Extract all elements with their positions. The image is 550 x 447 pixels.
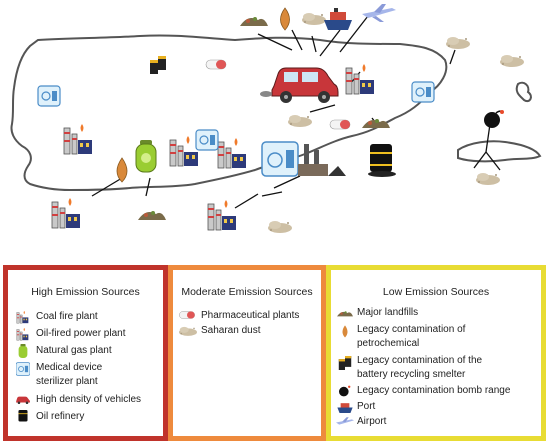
airplane-icon	[336, 417, 354, 425]
dust-cloud-icon	[476, 173, 500, 185]
sterilizer-icon	[411, 81, 435, 103]
high-emission-title: High Emission Sources	[31, 286, 140, 298]
legend-item-saharan-dust: Saharan dust	[201, 325, 261, 336]
legend-item-vehicles: High density of vehicles	[36, 394, 142, 405]
landfill-icon	[362, 119, 390, 128]
pills-icon	[179, 311, 195, 319]
oil-drop-icon	[280, 7, 290, 31]
gas-tank-icon	[18, 344, 28, 358]
landfill-icon	[138, 211, 166, 220]
ship-icon	[337, 403, 353, 413]
legend-item-medical-sterilizer: Medical device	[36, 362, 103, 373]
refinery-barrel-icon	[368, 144, 396, 177]
sterilizer-icon	[261, 141, 299, 177]
low-emission-title: Low Emission Sources	[382, 286, 490, 298]
low-emission-legend: Low Emission Sources Major landfills Leg…	[326, 265, 546, 441]
legend-item-airport: Airport	[357, 416, 387, 427]
coal-plant-icon	[16, 310, 29, 324]
oil-drop-icon	[116, 157, 128, 183]
oil-drop-icon	[342, 325, 348, 338]
ship-icon	[324, 8, 352, 30]
coal-plant-icon	[51, 197, 81, 229]
dust-cloud-icon	[500, 55, 524, 67]
legend-item-port: Port	[357, 401, 376, 412]
coal-plant-icon	[217, 137, 247, 169]
oil-fired-plant-icon	[345, 63, 375, 95]
legend-item-petrochemical: Legacy contamination of	[357, 324, 466, 335]
legend-item-coal-plant: Coal fire plant	[36, 311, 98, 322]
bomb-icon	[339, 385, 351, 397]
moderate-emission-title: Moderate Emission Sources	[181, 286, 313, 298]
car-icon	[16, 396, 30, 405]
dust-cloud-icon	[179, 326, 197, 336]
legend-item-oil-refinery: Oil refinery	[36, 411, 85, 422]
oil-fired-plant-icon	[16, 327, 29, 341]
legend-item-medical-sterilizer-line2: sterilizer plant	[36, 376, 98, 387]
battery-icon	[338, 356, 352, 370]
dust-cloud-icon	[288, 115, 312, 127]
vieques-outline	[457, 140, 542, 163]
moderate-emission-legend: Moderate Emission Sources Pharmaceutical…	[168, 265, 326, 441]
coal-plant-icon	[63, 123, 93, 155]
legend-item-petrochemical-line2: petrochemical	[357, 338, 420, 349]
legend-item-natural-gas-plant: Natural gas plant	[36, 345, 112, 356]
sterilizer-icon	[37, 85, 61, 107]
culebra-outline	[515, 81, 532, 102]
sterilizer-icon	[16, 362, 30, 376]
connector-lines	[91, 15, 501, 209]
legend-item-pharmaceutical: Pharmaceutical plants	[201, 310, 300, 321]
battery-icon	[150, 56, 166, 74]
sterilizer-icon	[195, 129, 219, 151]
dust-cloud-icon	[446, 37, 470, 49]
refinery-barrel-icon	[18, 410, 28, 422]
gas-tank-icon	[135, 140, 157, 173]
legend-item-bomb-range: Legacy contamination bomb range	[357, 385, 511, 396]
pills-icon	[205, 59, 227, 70]
emission-sources-map	[10, 4, 542, 233]
dust-cloud-icon	[302, 13, 326, 25]
car-icon	[260, 67, 339, 103]
legend-item-battery-smelter: Legacy contamination of the	[357, 355, 483, 366]
legend-item-oil-fired-plant: Oil-fired power plant	[36, 328, 126, 339]
oil-fired-plant-icon	[169, 135, 199, 167]
legend-item-landfills: Major landfills	[357, 307, 419, 318]
bomb-icon	[484, 110, 504, 128]
airplane-icon	[362, 4, 396, 22]
landfill-icon	[240, 17, 268, 26]
pills-icon	[329, 119, 351, 130]
oil-fired-plant-icon	[207, 199, 237, 231]
factory-icon	[298, 144, 346, 176]
legend-item-battery-smelter-line2: battery recycling smelter	[357, 369, 466, 380]
dust-cloud-icon	[268, 221, 292, 233]
landfill-icon	[337, 311, 353, 317]
high-emission-legend: High Emission Sources Coal fire plant Oi…	[3, 265, 168, 441]
